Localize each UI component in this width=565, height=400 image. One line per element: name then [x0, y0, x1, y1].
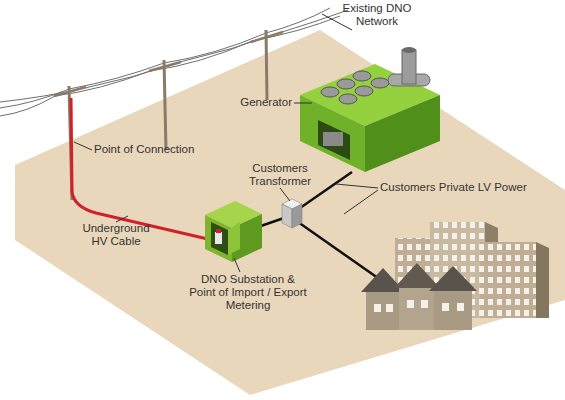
- meter: [216, 229, 221, 233]
- callout-label: Generator: [224, 96, 292, 109]
- callout-label: DNO Substation & Point of Import / Expor…: [188, 273, 308, 312]
- transformer: [282, 199, 302, 228]
- callout-label: Customers Private LV Power: [380, 181, 560, 194]
- window: [374, 304, 381, 312]
- fan: [371, 78, 389, 88]
- cross-arm: [149, 62, 181, 71]
- leader-lines: [74, 14, 378, 272]
- lv-cables: [255, 172, 395, 290]
- generator-right: [365, 95, 440, 172]
- wire: [0, 10, 348, 102]
- switchgear: [215, 232, 222, 244]
- window: [407, 300, 414, 308]
- window: [457, 303, 464, 311]
- leader-line: [116, 216, 128, 222]
- generator-opening: [318, 120, 350, 160]
- substation-door: [228, 222, 240, 255]
- transformer-left: [282, 204, 292, 228]
- callout-label: Existing DNO Network: [322, 2, 432, 28]
- substation: [205, 201, 262, 262]
- wire: [0, 16, 340, 116]
- radiator-fans: [321, 71, 389, 104]
- leader-line: [322, 14, 352, 30]
- buildings: [361, 222, 549, 330]
- building-side: [536, 242, 549, 318]
- cross-arm: [251, 32, 283, 42]
- house: [434, 289, 472, 330]
- stack-top: [402, 47, 416, 53]
- window: [421, 300, 428, 308]
- overhead-wires: [0, 8, 348, 116]
- generator-left: [300, 95, 365, 172]
- window: [386, 304, 393, 312]
- hv-cable: [71, 98, 212, 240]
- house: [399, 286, 435, 330]
- poles: [54, 30, 283, 200]
- fan: [353, 71, 371, 81]
- ground-plane: [15, 30, 565, 395]
- cross-arm: [54, 87, 86, 96]
- fan: [337, 79, 355, 89]
- leader-line: [336, 184, 378, 188]
- house-roof: [429, 266, 477, 291]
- fan: [339, 94, 357, 104]
- leader-line: [234, 258, 240, 272]
- building-windows: [480, 242, 536, 318]
- fan: [355, 86, 373, 96]
- pole: [164, 60, 166, 150]
- house-roof: [394, 263, 440, 288]
- callout-label: Customers Transformer: [240, 162, 320, 188]
- exhaust-stack: [402, 50, 416, 84]
- transformer-right: [292, 204, 302, 228]
- house-roof: [361, 268, 405, 292]
- fan: [321, 87, 339, 97]
- engine: [323, 132, 343, 146]
- leader-line: [294, 103, 312, 104]
- pole: [266, 30, 267, 100]
- callout-label: Underground HV Cable: [76, 222, 156, 248]
- window: [442, 303, 449, 311]
- house: [366, 290, 400, 330]
- leader-line: [74, 142, 92, 150]
- leader-line: [280, 188, 290, 201]
- substation-opening: [211, 222, 228, 255]
- leader-line: [344, 190, 378, 214]
- substation-left: [205, 215, 232, 262]
- building-face: [480, 242, 536, 318]
- callout-label: Point of Connection: [94, 143, 224, 156]
- generator: [300, 47, 440, 172]
